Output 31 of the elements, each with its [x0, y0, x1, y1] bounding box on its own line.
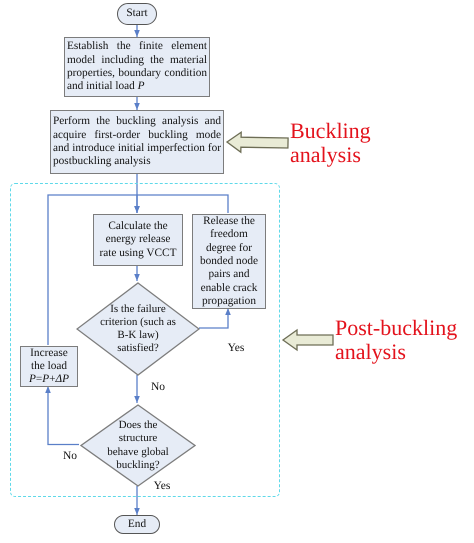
edge-label: Yes	[226, 342, 246, 354]
step-text: Perform the buckling analysis and acquire first-order buckling mode and introduce initial imperfection for postbuckling analysis	[53, 115, 221, 169]
arrow	[47, 194, 140, 345]
decision-text: Does the structure behave global buckling?	[106, 419, 170, 472]
block-arrow	[282, 328, 334, 352]
terminal-label: Start	[126, 7, 148, 21]
arrow	[134, 486, 140, 515]
arrow	[134, 25, 140, 37]
decision-text: Is the failure criterion (such as B-K law) satisfied?	[100, 302, 176, 356]
step-text: Calculate the energy release rate using VCCT	[98, 220, 178, 260]
block-arrow	[226, 130, 289, 154]
section-label: Buckling analysis	[290, 118, 372, 168]
section-label: Post-buckling analysis	[335, 316, 458, 364]
step-text: Release the freedom degree for bonded node pairs and enable crack propagation	[198, 214, 260, 308]
arrow	[134, 97, 140, 110]
arrow	[45, 386, 79, 446]
step-text: Increase the load P=P+ΔP	[28, 346, 70, 386]
arrow	[199, 308, 231, 329]
arrow	[134, 265, 140, 281]
dashed-region	[10, 183, 280, 497]
edge-label: Yes	[152, 480, 172, 492]
arrow	[134, 375, 140, 403]
process-box	[192, 214, 266, 309]
edge-label: No	[62, 450, 78, 462]
edge-label: No	[150, 381, 166, 393]
terminal-shape	[114, 515, 160, 534]
terminal-label: End	[128, 518, 146, 532]
process-box	[20, 346, 78, 387]
step-text: Establish the finite element model including the material properties, boundary condition and initial load P	[67, 40, 207, 94]
process-box	[93, 214, 183, 266]
terminal-shape	[117, 3, 157, 25]
